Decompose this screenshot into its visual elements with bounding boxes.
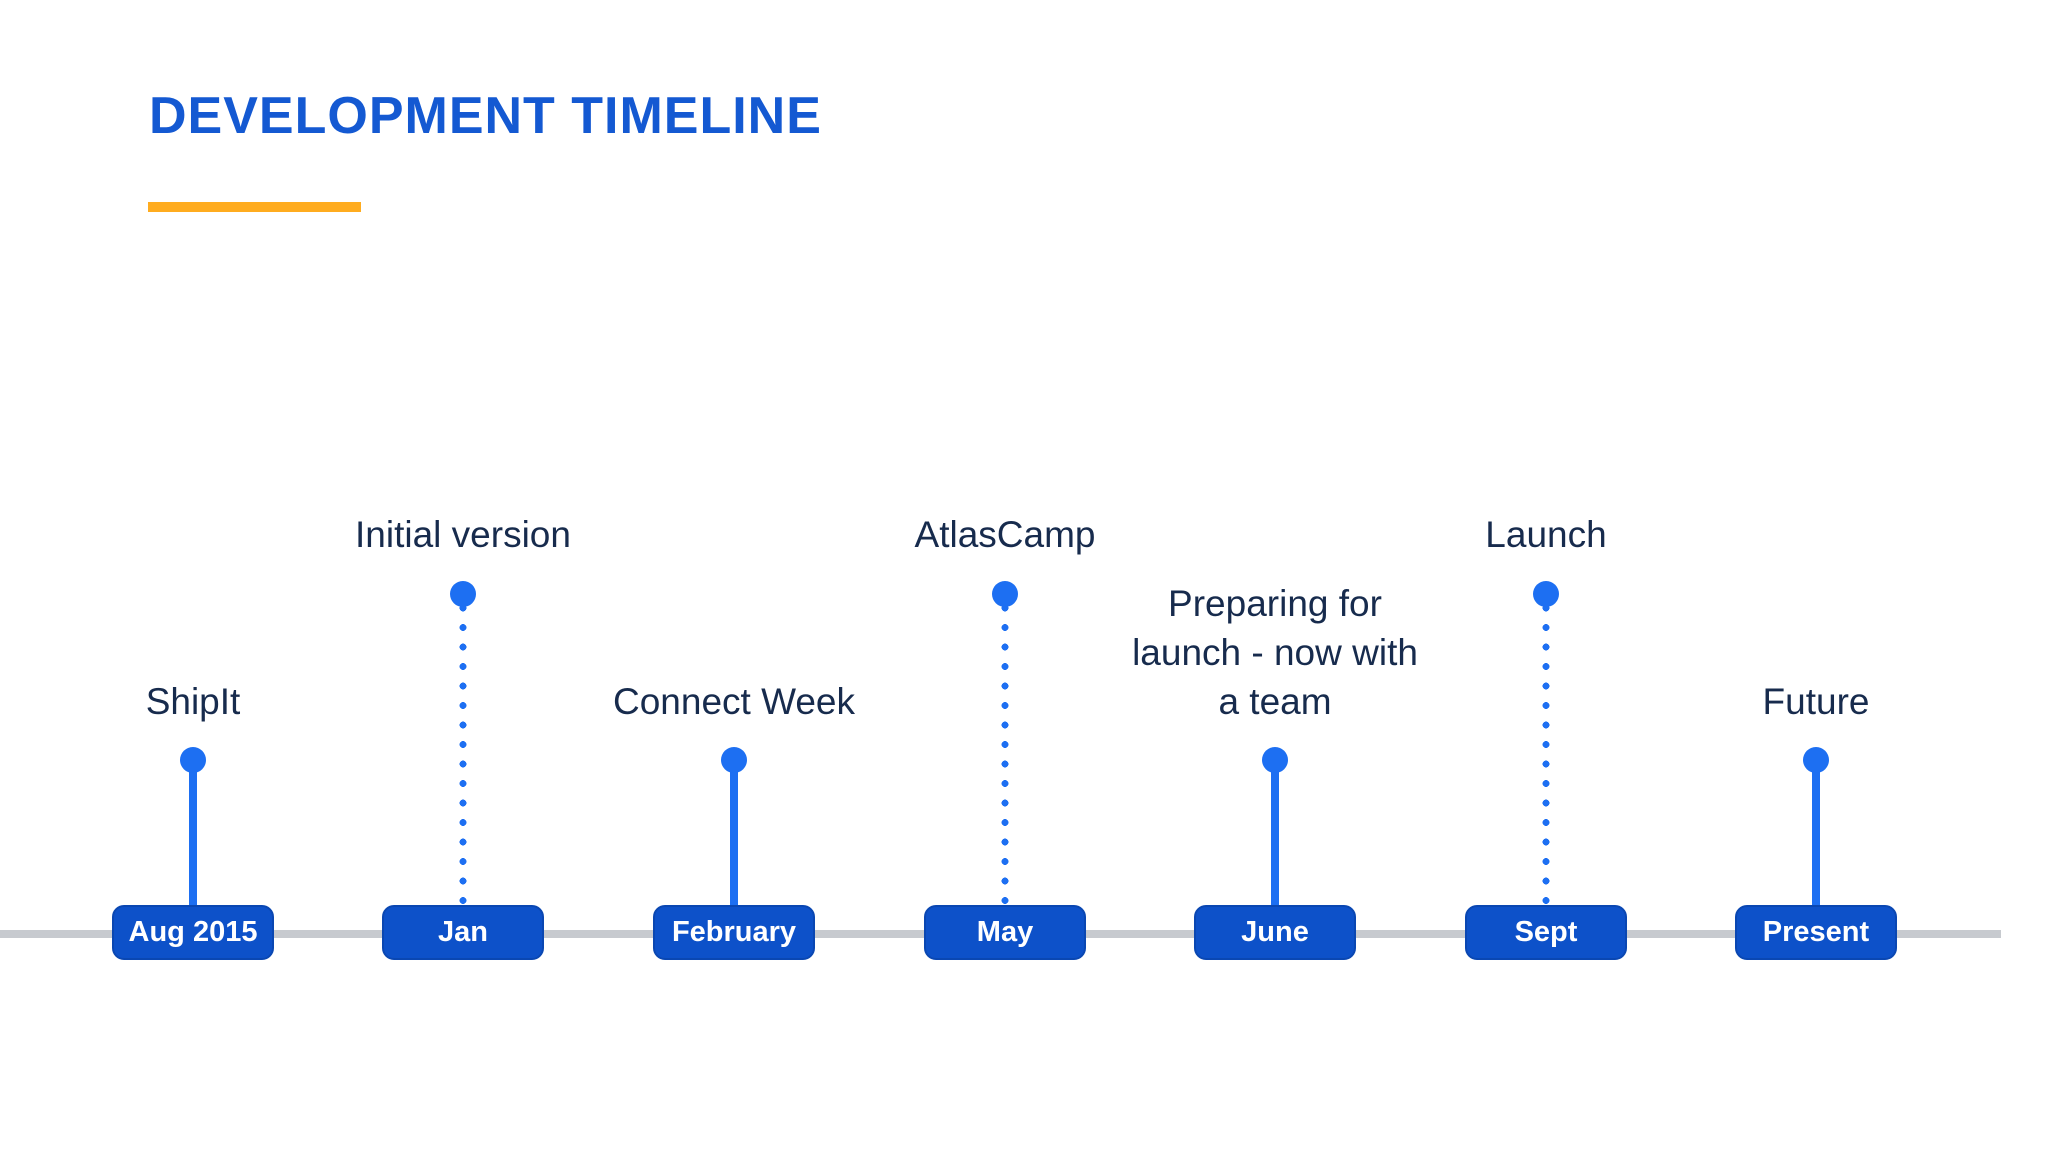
milestone-stem-solid xyxy=(1271,760,1279,906)
milestone-label: Launch xyxy=(1485,514,1607,555)
milestone-stem-dotted xyxy=(1001,604,1009,906)
milestone-stem-solid xyxy=(730,760,738,906)
milestone-dot xyxy=(1262,747,1288,773)
milestone-dot xyxy=(721,747,747,773)
milestone-label: ShipIt xyxy=(145,681,241,722)
milestone-date-pill: Aug 2015 xyxy=(112,905,274,960)
milestone-dot xyxy=(1803,747,1829,773)
milestone-stem-solid xyxy=(189,760,197,906)
milestone-dot xyxy=(992,581,1018,607)
milestone-date-pill: February xyxy=(653,905,815,960)
page-title: DEVELOPMENT TIMELINE xyxy=(149,87,822,145)
milestone-label: Future xyxy=(1762,681,1870,722)
milestone-dot xyxy=(1533,581,1559,607)
milestone-label: Connect Week xyxy=(613,681,855,722)
milestone-dot xyxy=(180,747,206,773)
milestone-label: Initial version xyxy=(355,514,571,555)
milestone-stem-solid xyxy=(1812,760,1820,906)
milestone-label: AtlasCamp xyxy=(914,514,1096,555)
title-underline xyxy=(148,202,361,212)
milestone-dot xyxy=(450,581,476,607)
milestone-date-pill: Jan xyxy=(382,905,544,960)
milestone-date-pill: Sept xyxy=(1465,905,1627,960)
milestone-label: Preparing for launch - now with a team xyxy=(1132,583,1418,722)
milestone-date-pill: Present xyxy=(1735,905,1897,960)
milestone-stem-dotted xyxy=(1542,604,1550,906)
milestone-date-pill: June xyxy=(1194,905,1356,960)
milestone-stem-dotted xyxy=(459,604,467,906)
milestone-date-pill: May xyxy=(924,905,1086,960)
